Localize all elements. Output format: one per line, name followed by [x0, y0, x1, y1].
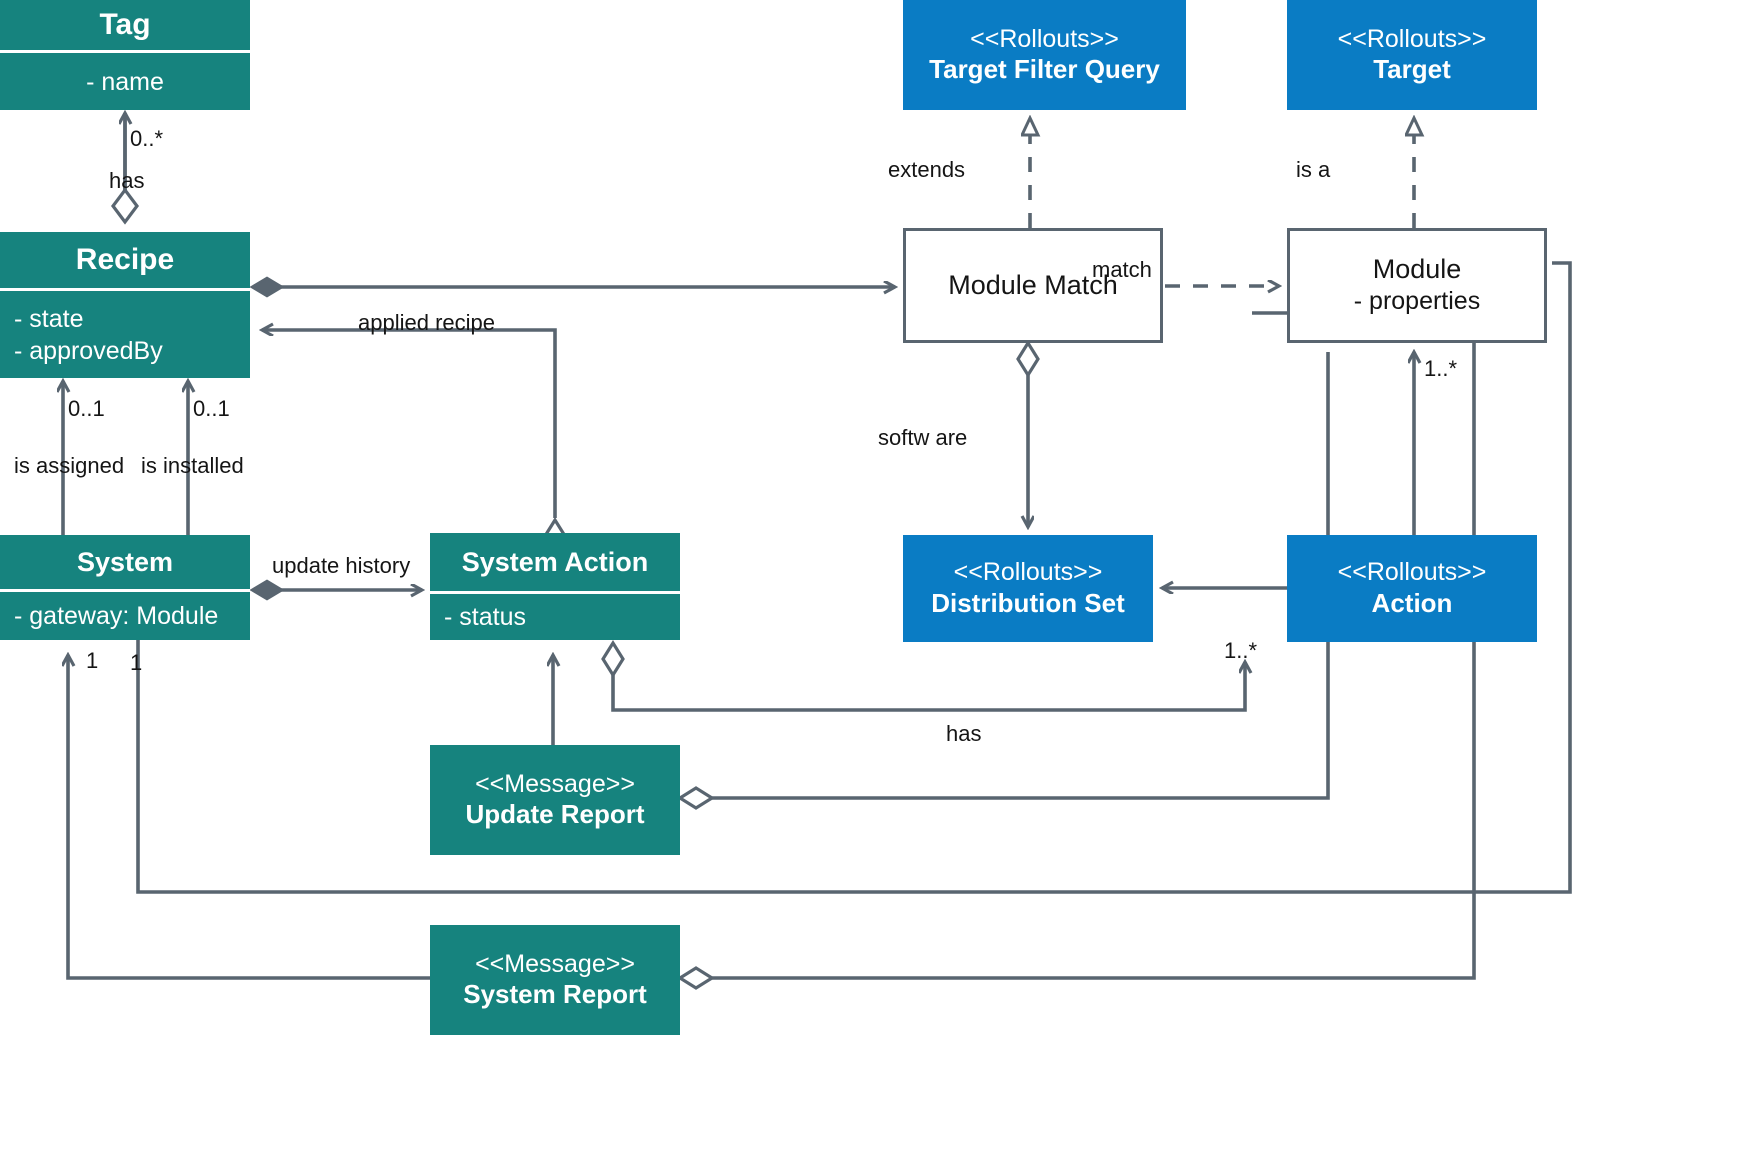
class-name-distribution-set: Distribution Set — [931, 587, 1125, 618]
edge-system-report-module — [676, 311, 1476, 990]
class-header-update-report: <<Message>> Update Report — [430, 745, 680, 855]
attribute: - gateway: Module — [14, 602, 219, 630]
class-header-module: Module - properties — [1290, 231, 1544, 340]
class-name-target-filter-query: Target Filter Query — [929, 54, 1160, 85]
edge-label-software: softw are — [878, 425, 968, 450]
class-name-target: Target — [1373, 54, 1451, 85]
stereotype-label: <<Rollouts>> — [953, 558, 1103, 587]
class-name-recipe: Recipe — [75, 243, 175, 277]
class-divider — [0, 589, 250, 592]
stereotype-label: <<Rollouts>> — [1337, 558, 1487, 587]
edge-label-action-multiplicity: 1..* — [1224, 638, 1258, 663]
attribute: - approvedBy — [14, 336, 163, 365]
class-node-system-action[interactable]: System Action - status — [430, 533, 680, 640]
class-attributes-system-action: - status — [430, 594, 680, 640]
attribute: - properties — [1353, 286, 1481, 315]
class-node-update-report[interactable]: <<Message>> Update Report — [430, 745, 680, 855]
class-node-system[interactable]: System - gateway: Module — [0, 535, 250, 640]
class-name-module-match: Module Match — [948, 270, 1118, 301]
class-node-module-match[interactable]: Module Match — [903, 228, 1163, 343]
stereotype-label: <<Rollouts>> — [970, 24, 1119, 53]
class-attributes-tag: - name — [0, 53, 250, 110]
class-node-module[interactable]: Module - properties — [1287, 228, 1547, 343]
class-node-system-report[interactable]: <<Message>> System Report — [430, 925, 680, 1035]
class-header-target: <<Rollouts>> Target — [1287, 0, 1537, 110]
stereotype-label: <<Message>> — [475, 769, 635, 798]
edge-system-report-to-system — [68, 655, 430, 980]
edge-system-action-applied-recipe — [262, 330, 567, 556]
class-node-distribution-set[interactable]: <<Rollouts>> Distribution Set — [903, 535, 1153, 642]
class-divider — [0, 288, 250, 291]
class-attributes-system: - gateway: Module — [0, 592, 250, 640]
stereotype-label: <<Message>> — [475, 949, 635, 978]
class-name-action: Action — [1371, 587, 1453, 618]
class-name-system-action: System Action — [461, 546, 649, 577]
edge-label-is-installed-multiplicity: 0..1 — [193, 396, 230, 421]
edge-label-update-history: update history — [272, 553, 411, 578]
edge-label-system-multiplicity-right: 1 — [130, 650, 143, 675]
class-name-tag: Tag — [99, 8, 151, 42]
edge-label-extends: extends — [888, 157, 966, 182]
class-divider — [0, 50, 250, 53]
class-node-action[interactable]: <<Rollouts>> Action — [1287, 535, 1537, 642]
edge-label-module-multiplicity: 1..* — [1424, 356, 1458, 381]
edge-label-is-a: is a — [1296, 157, 1331, 182]
class-node-recipe[interactable]: Recipe - state - approvedBy — [0, 232, 250, 378]
class-header-distribution-set: <<Rollouts>> Distribution Set — [903, 535, 1153, 642]
attribute: - state — [14, 304, 84, 333]
class-header-action: <<Rollouts>> Action — [1287, 535, 1537, 642]
class-divider — [430, 591, 680, 594]
class-attributes-recipe: - state - approvedBy — [0, 291, 250, 378]
class-name-system-report: System Report — [463, 979, 647, 1010]
edge-system-update-history — [249, 579, 422, 601]
edge-label-has: has — [109, 168, 145, 193]
class-header-system-report: <<Message>> System Report — [430, 925, 680, 1035]
class-name-update-report: Update Report — [465, 799, 645, 830]
class-node-target-filter-query[interactable]: <<Rollouts>> Target Filter Query — [903, 0, 1186, 110]
attribute: - status — [444, 603, 526, 631]
edge-label-applied-recipe: applied recipe — [358, 310, 495, 335]
attribute: - name — [86, 67, 164, 96]
class-node-target[interactable]: <<Rollouts>> Target — [1287, 0, 1537, 110]
edge-label-match: match — [1092, 257, 1152, 282]
class-name-module: Module — [1372, 254, 1462, 285]
edge-label-action-has: has — [946, 721, 982, 746]
edge-label-is-installed: is installed — [141, 453, 244, 478]
edge-recipe-to-module-match — [249, 276, 895, 298]
class-header-target-filter-query: <<Rollouts>> Target Filter Query — [903, 0, 1186, 110]
edge-system-action-has-action — [601, 639, 1245, 712]
edge-label-system-multiplicity-left: 1 — [86, 648, 99, 673]
class-name-system: System — [76, 546, 174, 577]
class-node-tag[interactable]: Tag - name — [0, 0, 250, 110]
edge-label-is-assigned: is assigned — [14, 453, 125, 478]
edge-label-tag-multiplicity: 0..* — [130, 126, 164, 151]
stereotype-label: <<Rollouts>> — [1337, 24, 1487, 53]
edge-label-is-assigned-multiplicity: 0..1 — [68, 396, 105, 421]
edge-module-match-software-distset — [1016, 339, 1040, 527]
